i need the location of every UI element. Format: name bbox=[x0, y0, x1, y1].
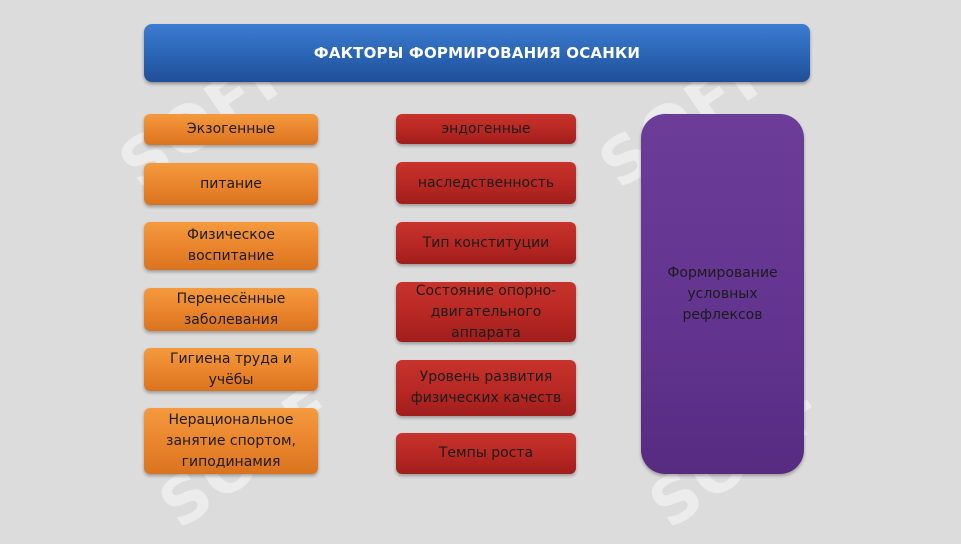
diagram-title: ФАКТОРЫ ФОРМИРОВАНИЯ ОСАНКИ bbox=[144, 24, 810, 82]
exogenous-item: Гигиена труда и учёбы bbox=[144, 348, 318, 391]
endogenous-item: Тип конституции bbox=[396, 222, 576, 264]
exogenous-item: Перенесённые заболевания bbox=[144, 288, 318, 331]
result-box: Формирование условных рефлексов bbox=[641, 114, 804, 474]
endogenous-item: Уровень развития физических качеств bbox=[396, 360, 576, 416]
exogenous-item: Экзогенные bbox=[144, 114, 318, 145]
exogenous-item: Нерациональное занятие спортом, гиподина… bbox=[144, 408, 318, 474]
endogenous-item: эндогенные bbox=[396, 114, 576, 144]
exogenous-item: питание bbox=[144, 163, 318, 205]
endogenous-item: наследственность bbox=[396, 162, 576, 204]
endogenous-item: Темпы роста bbox=[396, 433, 576, 474]
endogenous-item: Состояние опорно-двигательного аппарата bbox=[396, 282, 576, 342]
exogenous-item: Физическое воспитание bbox=[144, 222, 318, 270]
